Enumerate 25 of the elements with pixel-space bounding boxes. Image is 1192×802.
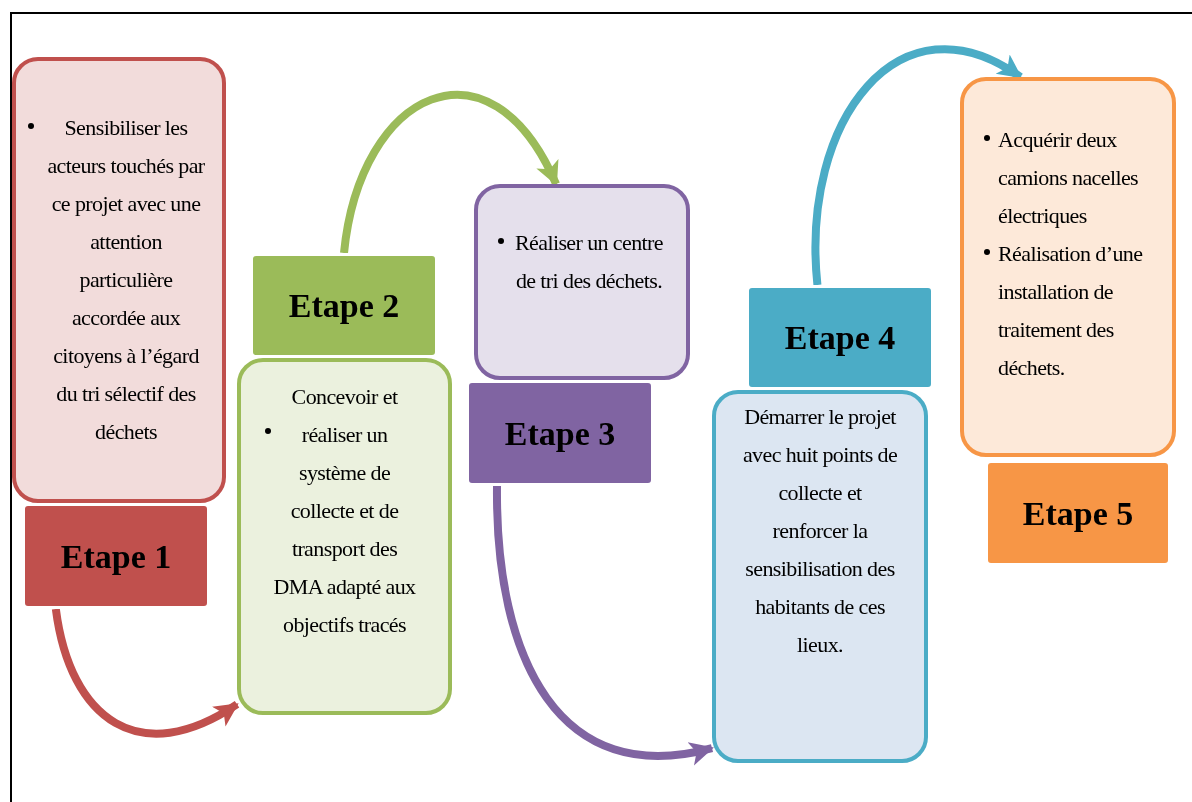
step-box — [746, 285, 934, 390]
step-title: Etape 1 — [60, 536, 172, 577]
step-box — [466, 380, 654, 486]
description-text: Acquérir deux camions nacelles électriques — [998, 126, 1140, 230]
description-box — [960, 77, 1176, 457]
step-title: Etape 4 — [784, 318, 896, 358]
curved-arrow — [51, 608, 240, 738]
step-box — [22, 503, 210, 609]
description-text: Réalisation d’une installation de traitement des déchets. — [998, 240, 1144, 382]
description-box — [474, 184, 690, 380]
curved-arrow — [811, 45, 1023, 286]
curved-arrow — [493, 485, 714, 764]
curved-arrow — [340, 91, 560, 254]
description-text: Réaliser un centre de tri des déchets. — [514, 229, 664, 295]
description-box — [237, 358, 452, 715]
step-title: Etape 3 — [504, 413, 616, 454]
description-text: Concevoir et réaliser un système de collecte et de transport des DMA adapté aux objectifs tracés — [273, 383, 416, 639]
step-title: Etape 2 — [288, 286, 400, 326]
description-text: Démarrer le projet avec huit points de collecte et renforcer la sensibilisation des habitants de ces lieux. — [741, 403, 899, 659]
step-box — [250, 253, 438, 358]
description-box — [12, 57, 226, 503]
description-box — [712, 390, 928, 763]
step-box — [985, 460, 1171, 566]
step-title: Etape 5 — [1022, 493, 1134, 534]
description-text: Sensibiliser les acteurs touchés par ce projet avec une attention particulière accordée aux citoyens à l’égard du tri sélectif des déchets — [46, 114, 206, 446]
